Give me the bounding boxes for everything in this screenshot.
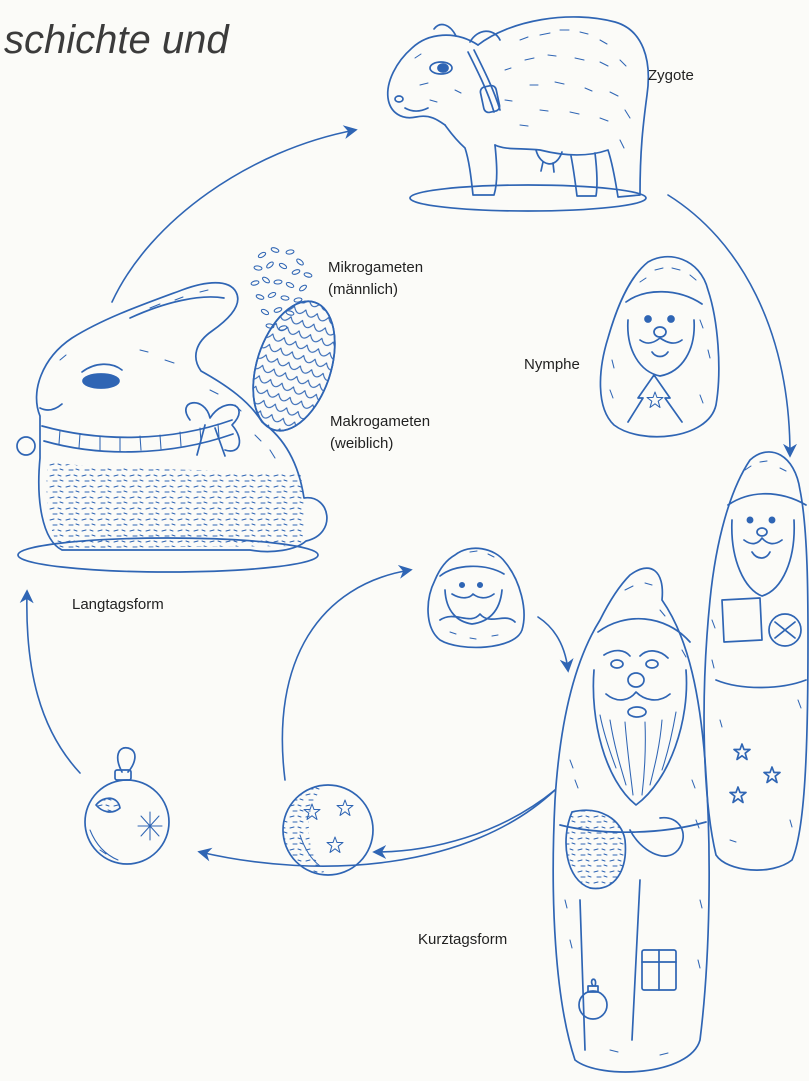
label-macrogametes-sex: (weiblich) — [330, 433, 430, 455]
zygote-cow-figure — [388, 17, 649, 211]
nymphe-santa-figure — [600, 257, 718, 437]
kurztagsform-santa-figure — [553, 568, 709, 1072]
arrow-langtagsform-to-zygote — [112, 130, 355, 302]
label-zygote: Zygote — [648, 65, 694, 87]
star-ball-figure — [283, 785, 373, 875]
arrow-kurztagsform-to-ornament — [200, 790, 555, 866]
label-nymph: Nymphe — [524, 354, 580, 376]
small-santa-figure — [428, 548, 524, 647]
label-macrogametes-name: Makrogameten — [330, 411, 430, 433]
label-short-day-form: Kurztagsform — [418, 929, 507, 951]
label-long-day-form: Langtagsform — [72, 594, 164, 616]
label-macrogametes: Makrogameten (weiblich) — [330, 411, 430, 455]
page-title: schichte und — [4, 16, 229, 64]
label-microgametes: Mikrogameten (männlich) — [328, 257, 423, 301]
arrow-ornament-to-langtagsform — [27, 592, 80, 773]
label-microgametes-sex: (männlich) — [328, 279, 423, 301]
arrow-star-ball-to-small-santa — [282, 570, 410, 780]
arrow-kurztagsform-to-star-ball — [375, 790, 555, 852]
ornament-figure — [85, 748, 169, 864]
arrow-small-santa-to-kurztagsform — [538, 617, 568, 670]
right-santa-figure — [704, 452, 808, 870]
arrow-zygote-to-right-santa — [668, 195, 790, 455]
label-microgametes-name: Mikrogameten — [328, 257, 423, 279]
